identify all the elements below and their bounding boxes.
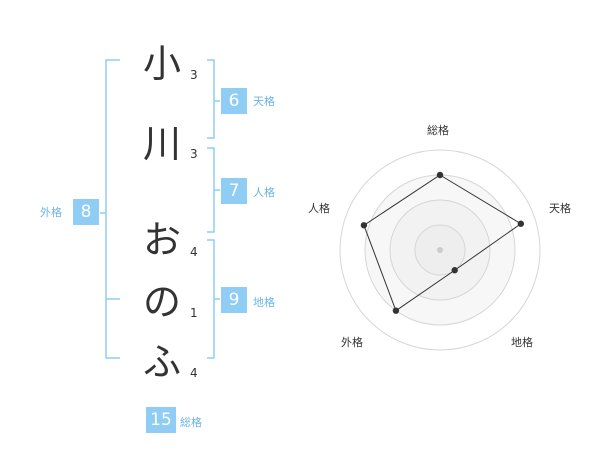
- stroke-count-2: 3: [190, 147, 198, 161]
- stroke-count-5: 4: [190, 366, 198, 380]
- gaikaku-bracket: [105, 59, 120, 359]
- radar-center-dot: [437, 247, 443, 253]
- tenkaku-value: 6: [221, 88, 247, 114]
- radar-chart: [339, 149, 541, 351]
- soukaku-label: 総格: [180, 416, 202, 429]
- jinkaku-label: 人格: [253, 186, 275, 199]
- tenkaku-label: 天格: [253, 95, 275, 108]
- gaikaku-value: 8: [73, 199, 99, 225]
- chikaku-bracket: [207, 239, 215, 359]
- soukaku-value: 15: [146, 407, 176, 433]
- name-char-4: の: [142, 280, 181, 324]
- radar-axis-label-tenkaku: 天格: [549, 202, 571, 215]
- radar-axis-label-jinkaku: 人格: [308, 202, 330, 215]
- chikaku-value: 9: [221, 287, 247, 313]
- stroke-count-1: 3: [190, 68, 198, 82]
- radar-point-3: [451, 267, 458, 274]
- stroke-count-3: 4: [190, 245, 198, 259]
- radar-polygon: [363, 174, 522, 312]
- radar-axis-label-gaikaku: 外格: [341, 336, 363, 349]
- radar-point-1: [436, 171, 444, 179]
- gaikaku-label: 外格: [40, 206, 62, 219]
- stroke-count-4: 1: [190, 306, 198, 320]
- radar-point-5: [360, 222, 368, 229]
- radar-point-2: [517, 220, 525, 227]
- jinkaku-value: 7: [221, 178, 247, 204]
- name-char-2: 川: [142, 122, 181, 166]
- radar-points: [360, 171, 525, 314]
- name-char-1: 小: [142, 42, 181, 86]
- name-char-3: お: [142, 218, 181, 262]
- chikaku-label: 地格: [253, 296, 275, 309]
- tenkaku-bracket: [207, 59, 215, 139]
- jinkaku-bracket: [207, 147, 215, 233]
- radar-point-4: [392, 307, 400, 314]
- radar-axis-label-soukaku: 総格: [427, 124, 449, 137]
- radar-axis-label-chikaku: 地格: [511, 336, 533, 349]
- name-char-5: ふ: [142, 340, 181, 384]
